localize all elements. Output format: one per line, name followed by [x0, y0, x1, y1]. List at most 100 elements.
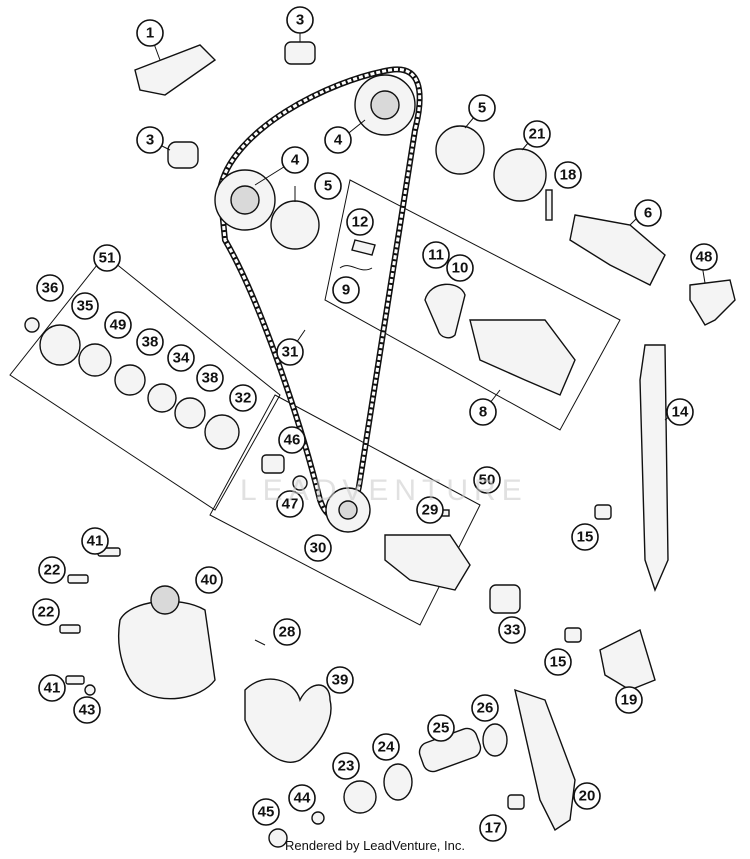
bolt-17 [507, 794, 525, 810]
callout-11: 11 [422, 241, 450, 269]
callout-15-upper: 15 [571, 523, 599, 551]
svg-text:25: 25 [433, 720, 450, 737]
spring-9 [339, 265, 373, 271]
sensor-48 [689, 279, 736, 326]
callout-30: 30 [304, 534, 332, 562]
pin-18 [545, 189, 553, 221]
svg-text:49: 49 [110, 317, 127, 334]
seal-38-b [174, 397, 206, 429]
bolt-15-upper [594, 504, 612, 520]
callout-51: 51 [93, 244, 121, 272]
svg-text:24: 24 [378, 739, 395, 756]
callout-28: 28 [273, 618, 301, 646]
svg-text:41: 41 [87, 533, 104, 550]
callout-5-upper: 5 [468, 94, 496, 122]
svg-text:43: 43 [79, 702, 96, 719]
screw-45 [268, 828, 288, 848]
callout-47: 47 [276, 490, 304, 518]
needle-bearing-33 [489, 584, 521, 614]
svg-text:38: 38 [202, 370, 219, 387]
bolt-41-lower [65, 675, 85, 685]
gasket-39 [244, 678, 332, 763]
svg-text:50: 50 [479, 472, 496, 489]
svg-text:28: 28 [279, 624, 296, 641]
svg-text:23: 23 [338, 758, 355, 775]
callout-17: 17 [479, 814, 507, 842]
camshaft-8 [469, 319, 576, 396]
svg-text:35: 35 [77, 298, 94, 315]
svg-text:26: 26 [477, 700, 494, 717]
callout-19: 19 [615, 686, 643, 714]
svg-text:15: 15 [577, 529, 594, 546]
seal-38-a [114, 364, 146, 396]
tensioner-19 [599, 629, 656, 691]
svg-text:48: 48 [696, 249, 713, 266]
svg-text:51: 51 [99, 250, 116, 267]
ring-47 [292, 475, 308, 491]
svg-text:20: 20 [579, 788, 596, 805]
svg-text:3: 3 [146, 132, 154, 149]
callout-48: 48 [690, 243, 718, 271]
chain-tensioner-rail-14 [639, 344, 669, 592]
balancer-group-outline [209, 394, 481, 626]
callout-44: 44 [288, 784, 316, 812]
callout-25: 25 [427, 714, 455, 742]
svg-text:5: 5 [478, 100, 486, 117]
callout-43: 43 [73, 696, 101, 724]
callout-10: 10 [446, 254, 474, 282]
callout-45: 45 [252, 798, 280, 826]
svg-text:22: 22 [38, 604, 55, 621]
watermark: LEADVENTURE [240, 474, 528, 507]
svg-text:22: 22 [44, 562, 61, 579]
bolt-15-lower [564, 627, 582, 643]
o-ring-24 [383, 763, 413, 801]
callout-4-lower: 4 [281, 146, 309, 174]
balancer-shaft-50 [384, 534, 471, 591]
svg-text:46: 46 [284, 432, 301, 449]
chain-guide-bracket [134, 44, 217, 96]
bolt-3-lower [167, 141, 199, 169]
svg-text:12: 12 [352, 214, 369, 231]
decompressor-21 [493, 148, 547, 202]
svg-text:47: 47 [282, 496, 299, 513]
washer-43 [84, 684, 96, 696]
svg-text:31: 31 [282, 344, 299, 361]
svg-text:5: 5 [324, 178, 332, 195]
dowel-28 [254, 639, 266, 646]
chain-guide-20 [514, 688, 576, 832]
svg-text:44: 44 [294, 790, 311, 807]
camshaft-group-outline [324, 179, 621, 431]
circlip-34 [147, 383, 177, 413]
nut-36 [24, 317, 40, 333]
svg-text:18: 18 [560, 167, 577, 184]
callout-31: 31 [276, 338, 304, 366]
svg-text:1: 1 [146, 25, 154, 42]
callout-8: 8 [469, 398, 497, 426]
timing-chain-links [218, 67, 422, 519]
svg-text:29: 29 [422, 502, 439, 519]
svg-text:21: 21 [529, 126, 546, 143]
bolt-22-upper [67, 574, 89, 584]
callout-49: 49 [104, 311, 132, 339]
callout-9: 9 [332, 276, 360, 304]
water-pump-cover [118, 600, 216, 700]
callout-22-upper: 22 [38, 556, 66, 584]
callout-5-lower: 5 [314, 172, 342, 200]
callout-39: 39 [326, 666, 354, 694]
callout-26: 26 [471, 694, 499, 722]
callout-50: 50 [473, 466, 501, 494]
svg-text:39: 39 [332, 672, 349, 689]
svg-text:9: 9 [342, 282, 350, 299]
callout-22-lower: 22 [32, 598, 60, 626]
callout-15-lower: 15 [544, 648, 572, 676]
svg-text:8: 8 [479, 404, 487, 421]
bearing-32 [204, 414, 240, 450]
svg-text:11: 11 [428, 247, 444, 264]
bolt-22-lower [59, 624, 81, 634]
callout-46: 46 [278, 426, 306, 454]
callout-12: 12 [346, 208, 374, 236]
callout-14: 14 [666, 398, 694, 426]
callout-20: 20 [573, 782, 601, 810]
callout-3-upper: 3 [286, 6, 314, 34]
callout-6: 6 [634, 199, 662, 227]
